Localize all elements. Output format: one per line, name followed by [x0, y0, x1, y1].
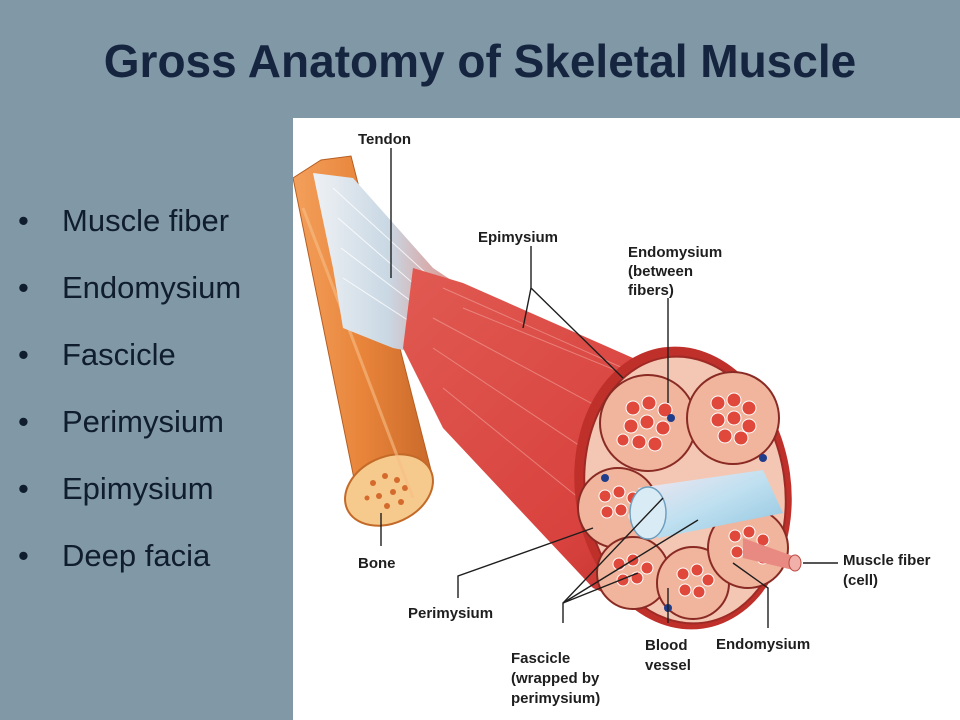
- muscle-fiber-cell: [743, 538, 802, 572]
- label-blood-vessel-1: Blood: [645, 637, 688, 654]
- bullet-text: Endomysium: [62, 270, 242, 305]
- label-fascicle-2: (wrapped by: [511, 670, 600, 687]
- label-muscle-fiber-1: Muscle fiber: [843, 552, 931, 569]
- label-endomysium-bottom: Endomysium: [716, 636, 810, 653]
- label-fascicle-3: perimysium): [511, 690, 600, 707]
- bullet-text: Epimysium: [62, 471, 214, 506]
- bullet-text: Muscle fiber: [62, 203, 230, 238]
- bullet-text: Perimysium: [62, 404, 224, 439]
- label-fascicle-1: Fascicle: [511, 650, 570, 667]
- label-muscle-fiber-2: (cell): [843, 572, 878, 589]
- bullet-dot: •: [18, 337, 29, 372]
- leader-lines: [380, 148, 838, 628]
- bullet-dot: •: [18, 538, 29, 573]
- label-blood-vessel-2: vessel: [645, 657, 691, 674]
- bullet-dot: •: [18, 270, 29, 305]
- bullet-dot: •: [18, 203, 29, 238]
- cross-section: [574, 346, 802, 630]
- slide-title: Gross Anatomy of Skeletal Muscle: [103, 35, 857, 87]
- label-bone: Bone: [358, 555, 396, 572]
- fascicles: [577, 371, 789, 620]
- muscle-anatomy-figure: Tendon Epimysium Endomysium (between fib…: [293, 118, 960, 720]
- bone: [293, 155, 434, 527]
- blood-vessel: [601, 414, 783, 612]
- label-endomysium-top-3: fibers): [628, 282, 674, 299]
- bullet-dot: •: [18, 404, 29, 439]
- label-endomysium-top-1: Endomysium: [628, 244, 722, 261]
- bullet-text: Fascicle: [62, 337, 176, 372]
- figure-labels: Tendon Epimysium Endomysium (between fib…: [358, 131, 931, 707]
- bullet-dot: •: [18, 471, 29, 506]
- label-endomysium-top-2: (between: [628, 263, 693, 280]
- label-epimysium: Epimysium: [478, 229, 558, 246]
- bullet-text: Deep facia: [62, 538, 211, 573]
- label-tendon: Tendon: [358, 131, 411, 148]
- muscle-illustration: Tendon Epimysium Endomysium (between fib…: [293, 131, 931, 707]
- label-perimysium: Perimysium: [408, 605, 493, 622]
